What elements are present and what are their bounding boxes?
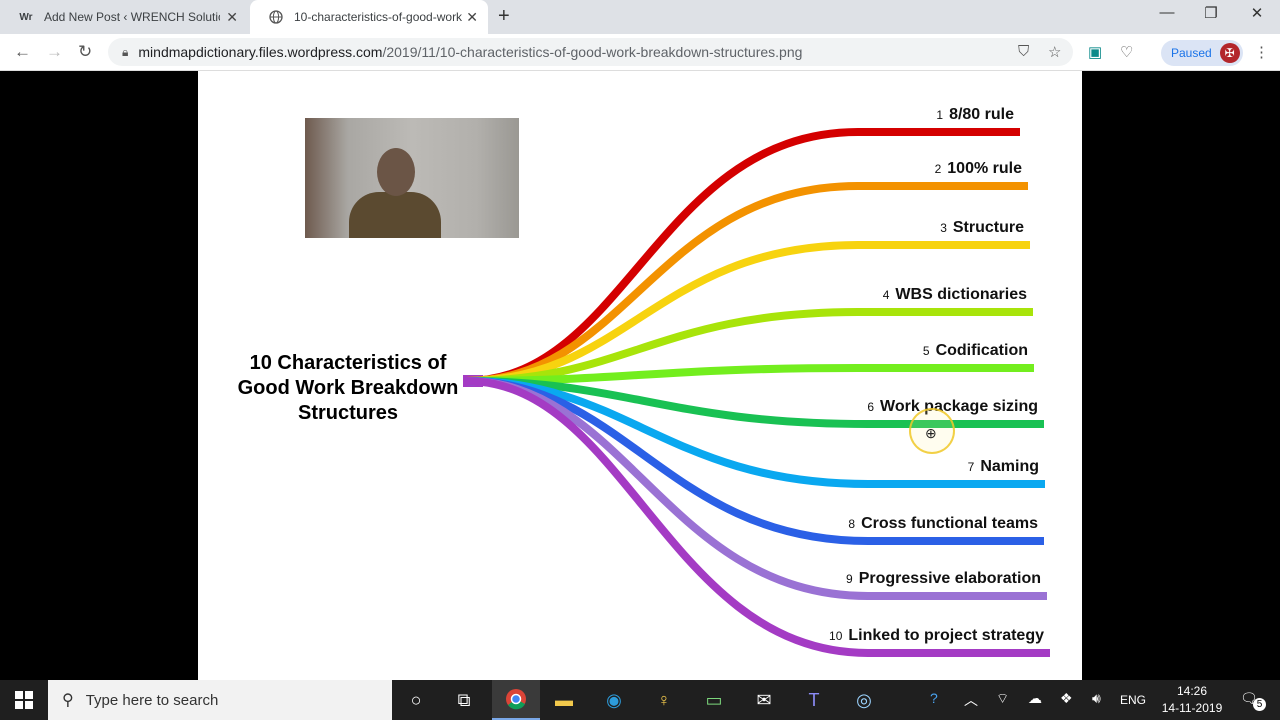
webcam-overlay [305, 118, 519, 238]
branch-text: Naming [980, 458, 1039, 475]
close-tab-icon[interactable]: ✕ [466, 8, 478, 25]
url-path: /2019/11/10-characteristics-of-good-work… [382, 44, 803, 60]
branch-text: 100% rule [947, 160, 1022, 177]
branch-number: 4 [882, 288, 890, 302]
branch-number: 6 [867, 400, 875, 414]
edge-icon[interactable]: ◉ [606, 689, 622, 710]
tab-title: Add New Post ‹ WRENCH Solutio [44, 10, 220, 24]
central-title: 10 Characteristics of Good Work Breakdow… [237, 352, 459, 424]
menu-kebab-icon[interactable]: ⋮ [1254, 44, 1269, 61]
clock-date: 14-11-2019 [1161, 701, 1223, 715]
branch-text: Structure [952, 219, 1024, 236]
branch-label-9: 9 Progressive elaboration [846, 570, 1041, 588]
zoom-cursor-icon: ⊕ [925, 425, 937, 441]
pocket-icon[interactable]: ♡ [1120, 44, 1134, 61]
branch-label-4: 4 WBS dictionaries [883, 286, 1027, 304]
browser-toolbar: ← → ↻ 🔒︎ mindmapdictionary.files.wordpre… [0, 34, 1280, 71]
search-icon: ⚲ [62, 692, 74, 709]
branch-text: WBS dictionaries [895, 286, 1027, 303]
address-bar[interactable]: 🔒︎ mindmapdictionary.files.wordpress.com… [108, 38, 1073, 66]
branch-number: 5 [922, 344, 930, 358]
branch-label-7: 7 Naming [968, 458, 1039, 476]
task-view-icon[interactable]: ⧉ [457, 689, 471, 710]
branch-label-8: 8 Cross functional teams [848, 515, 1038, 533]
reload-icon[interactable]: ↻ [78, 42, 93, 61]
chrome-icon[interactable] [492, 680, 540, 720]
branch-number: 1 [936, 108, 944, 122]
feedback-icon[interactable]: ✉ [756, 689, 772, 710]
url-host: mindmapdictionary.files.wordpress.com [138, 44, 383, 60]
terminal-icon[interactable]: ▭ [705, 689, 723, 710]
browser-tab-bar: Wr Add New Post ‹ WRENCH Solutio ✕ 10-ch… [0, 0, 1280, 34]
presenter-body [349, 192, 441, 238]
taskbar-search-box[interactable]: ⚲ Type here to search [48, 680, 392, 720]
taskbar: ⚲ Type here to search ○ ⧉ ▬ ◉ ♀ ▭ ✉ T ◎ … [0, 680, 1280, 720]
recording-app-icon[interactable]: ◎ [856, 689, 872, 710]
forward-arrow-icon[interactable]: → [46, 42, 63, 61]
wrench-favicon-icon: Wr [19, 11, 33, 23]
search-placeholder: Type here to search [85, 691, 219, 709]
restore-button[interactable]: ❐ [1204, 5, 1218, 22]
branch-number: 2 [934, 162, 942, 176]
branch-line-10 [465, 377, 1050, 657]
branch-text: 8/80 rule [949, 106, 1014, 123]
dropbox-icon[interactable]: ❖ [1060, 690, 1073, 706]
profile-paused-button[interactable]: Paused ✠ [1161, 40, 1243, 66]
branch-text: Linked to project strategy [848, 627, 1044, 644]
globe-icon [268, 9, 284, 25]
branch-text: Codification [935, 342, 1028, 359]
chevron-up-icon[interactable]: ︿ [964, 692, 978, 708]
close-window-button[interactable]: ✕ [1250, 5, 1264, 22]
branch-label-10: 10 Linked to project strategy [829, 627, 1044, 645]
tab-add-new-post[interactable]: Wr Add New Post ‹ WRENCH Solutio ✕ [0, 0, 248, 34]
onedrive-cloud-icon[interactable]: ☁ [1028, 690, 1042, 706]
minimize-button[interactable]: — [1159, 4, 1175, 21]
branch-text: Work package sizing [880, 398, 1038, 415]
branch-number: 10 [829, 629, 843, 643]
tips-bulb-icon[interactable]: ♀ [657, 689, 671, 710]
branch-text: Progressive elaboration [858, 570, 1041, 587]
teams-icon[interactable]: T [808, 689, 820, 710]
cursor-highlight [909, 408, 955, 454]
image-viewer: 10 Characteristics of Good Work Breakdow… [198, 71, 1082, 680]
new-tab-button[interactable]: + [498, 5, 510, 27]
mindmap-canvas [463, 128, 1050, 657]
branch-label-5: 5 Codification [923, 342, 1028, 360]
bookmark-star-icon[interactable]: ☆ [1048, 44, 1062, 61]
lock-icon: 🔒︎ [122, 44, 129, 59]
taskbar-clock[interactable]: 14:26 14-11-2019 [1152, 683, 1232, 717]
help-icon[interactable]: ? [930, 690, 938, 706]
volume-icon[interactable]: 🔊︎ [1092, 690, 1101, 706]
windows-start-icon[interactable] [0, 680, 48, 720]
branch-label-1: 1 8/80 rule [936, 106, 1014, 124]
network-icon[interactable]: ⌔ [996, 690, 1010, 706]
cortana-icon[interactable]: ○ [410, 689, 422, 710]
branch-number: 8 [848, 517, 856, 531]
close-tab-icon[interactable]: ✕ [226, 8, 238, 25]
blocked-content-icon[interactable]: ⛉ [1018, 43, 1030, 60]
file-explorer-icon[interactable]: ▬ [555, 689, 573, 710]
tab-title: 10-characteristics-of-good-work [294, 10, 463, 24]
branch-label-6: 6 Work package sizing [867, 398, 1038, 416]
avatar: ✠ [1219, 43, 1240, 63]
branch-number: 7 [967, 460, 975, 474]
tab-wbs-image[interactable]: 10-characteristics-of-good-work ✕ [250, 0, 488, 34]
back-arrow-icon[interactable]: ← [14, 42, 31, 61]
branch-label-2: 2 100% rule [935, 160, 1022, 178]
paused-label: Paused [1171, 46, 1212, 60]
clock-time: 14:26 [1176, 684, 1208, 698]
presenter-head [377, 148, 415, 196]
language-indicator[interactable]: ENG [1120, 693, 1147, 707]
branch-text: Cross functional teams [861, 515, 1038, 532]
branch-number: 9 [846, 572, 853, 586]
branch-number: 3 [940, 221, 947, 235]
extension-icon[interactable]: ▣ [1088, 44, 1103, 61]
branch-label-3: 3 Structure [940, 219, 1024, 237]
notification-count-badge: 5 [1253, 698, 1266, 711]
